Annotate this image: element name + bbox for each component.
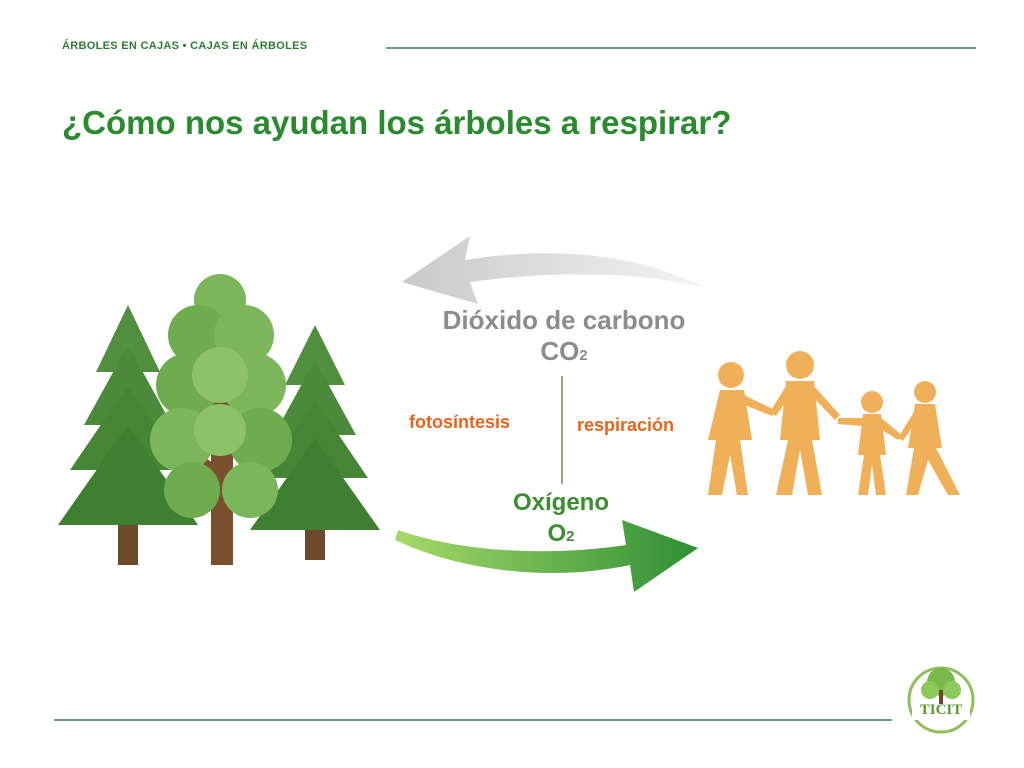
respiration-label: respiración — [577, 415, 675, 435]
co2-formula-main: CO — [540, 336, 580, 366]
logo-wordmark: TICIT — [919, 702, 963, 718]
co2-formula-subscript: 2 — [579, 347, 588, 364]
o2-formula-subscript: 2 — [566, 528, 575, 545]
conifer-tree-right — [250, 325, 380, 560]
o2-label: Oxígeno — [512, 489, 609, 516]
co2-label: Dióxido de carbono — [442, 305, 686, 335]
person-man — [770, 351, 840, 495]
bottom-rule — [54, 719, 892, 721]
co2-arrow — [402, 236, 705, 304]
person-child-2 — [898, 381, 960, 495]
o2-formula-main: O — [547, 520, 567, 547]
person-woman — [708, 362, 775, 495]
co2-formula: CO2 — [414, 336, 714, 367]
family-people — [708, 351, 960, 495]
leafy-tree-middle — [150, 274, 292, 565]
photosynthesis-label: fotosíntesis — [409, 412, 511, 432]
person-child-1 — [838, 391, 902, 495]
header-tag: ÁRBOLES EN CAJAS • CAJAS EN ÁRBOLES — [62, 40, 308, 52]
o2-arrow — [395, 520, 698, 592]
ticit-logo — [907, 666, 975, 734]
page-title: ¿Cómo nos ayudan los árboles a respirar? — [62, 104, 732, 141]
o2-formula: O2 — [461, 520, 661, 548]
top-rule — [386, 47, 976, 49]
process-divider — [561, 376, 563, 484]
